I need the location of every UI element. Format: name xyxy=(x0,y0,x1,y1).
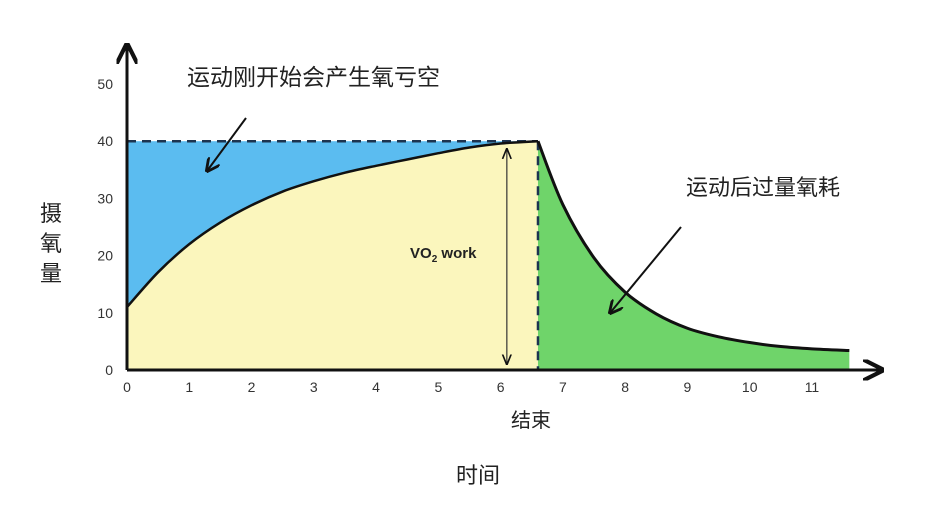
y-tick-label: 50 xyxy=(97,76,113,92)
deficit-annotation: 运动刚开始会产生氧亏空 xyxy=(187,65,440,91)
x-tick-label: 0 xyxy=(123,379,131,395)
x-tick-label: 2 xyxy=(248,379,256,395)
y-tick-label: 10 xyxy=(97,305,113,321)
x-tick-label: 6 xyxy=(497,379,505,395)
x-tick-label: 5 xyxy=(434,379,442,395)
deficit-pointer-arrow xyxy=(207,117,247,171)
onset-curve xyxy=(126,139,539,308)
x-axis-label: 时间 xyxy=(456,464,501,489)
x-tick-label: 8 xyxy=(621,379,629,395)
x-tick-label: 10 xyxy=(742,379,758,395)
x-tick-label: 11 xyxy=(805,379,820,395)
y-tick-label: 30 xyxy=(97,190,113,206)
recovery-curve xyxy=(536,140,850,353)
epoc-annotation: 运动后过量氧耗 xyxy=(686,176,841,201)
y-tick-label: 40 xyxy=(97,133,113,149)
y-tick-label: 20 xyxy=(97,248,113,264)
y-axis-label: 摄氧量 xyxy=(40,202,63,287)
exercise-end-label: 结束 xyxy=(511,408,551,432)
x-tick-label: 1 xyxy=(185,379,193,395)
x-tick-label: 3 xyxy=(310,379,318,395)
x-tick-label: 9 xyxy=(684,379,692,395)
y-tick-label: 0 xyxy=(105,362,113,378)
vo2-work-label: VO2 work xyxy=(410,245,477,265)
x-tick-label: 7 xyxy=(559,379,567,395)
vo2-work-area xyxy=(127,141,538,370)
epoc-pointer-arrow xyxy=(610,226,682,313)
x-tick-label: 4 xyxy=(372,379,380,395)
